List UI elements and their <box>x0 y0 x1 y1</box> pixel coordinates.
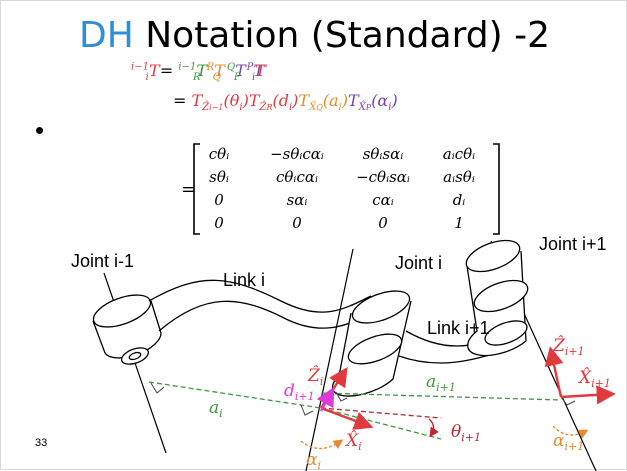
d-next-arrow <box>316 386 335 412</box>
t1-sub: R <box>193 72 201 84</box>
lhs-sup: i−1 <box>131 61 149 73</box>
z-next-arrow <box>544 346 564 398</box>
normal-a-next <box>320 392 562 401</box>
alpha-next-label: αi+1 <box>553 431 584 453</box>
a-i-label: ai <box>209 398 223 420</box>
label-joint-i: Joint i <box>395 253 443 273</box>
alpha-i-arc <box>300 439 344 450</box>
link-i-lower <box>158 300 367 332</box>
x-next-label: X̂i+1 <box>577 368 611 390</box>
label-joint-next: Joint i+1 <box>539 234 607 254</box>
x-next-arrow <box>560 385 616 405</box>
t3-sup: Q <box>226 61 236 73</box>
label-link-next: Link i+1 <box>427 318 490 338</box>
theta-next-label: θi+1 <box>451 422 481 444</box>
title-dh: DH <box>79 15 134 56</box>
t3-sub: P <box>233 72 241 84</box>
title-rest: Notation (Standard) -2 <box>133 15 550 56</box>
t4-sup: P <box>246 61 254 73</box>
right-angle-prev <box>150 382 165 394</box>
joint-prev-cylinder <box>92 294 162 365</box>
t2-sup: R <box>206 61 215 73</box>
joint-i-cylinder <box>331 290 412 397</box>
x-i-extension <box>320 407 442 419</box>
lhs-t: T <box>148 61 160 80</box>
normal-a-i <box>148 381 322 409</box>
theta-next-arc <box>428 418 439 438</box>
t2-sub: Q <box>212 72 221 84</box>
bullet: • <box>35 115 45 145</box>
d-next-label: di+1 <box>284 381 315 403</box>
a-next-label: ai+1 <box>426 372 456 394</box>
t4-sub: i <box>251 72 256 84</box>
joint-next-cylinder <box>465 239 529 357</box>
label-link-i: Link i <box>223 270 266 290</box>
page-number: 33 <box>35 437 48 449</box>
x-i-arrow <box>320 406 374 430</box>
eq-2: = <box>173 91 192 110</box>
right-angle-next <box>560 396 576 406</box>
t1-sup: i−1 <box>178 61 197 73</box>
slide-title: DH Notation (Standard) -2 <box>1 15 627 56</box>
normal-extension <box>320 407 442 440</box>
formula-line-1: i−1Ti = i−1TRRTQQTPPTiT <box>131 61 266 84</box>
right-angle-i <box>300 404 314 416</box>
alpha-next-arc <box>552 425 589 439</box>
eq-1: = <box>154 61 179 80</box>
z-next-label: Ẑi+1 <box>552 335 585 358</box>
right-angle-i2 <box>335 391 348 402</box>
alpha-i-label: αi <box>306 450 321 471</box>
joint-i-axis <box>305 248 354 471</box>
z-i-label: Ẑi <box>307 365 323 388</box>
label-joint-prev: Joint i-1 <box>71 251 135 271</box>
lhs-sub: i <box>145 72 149 84</box>
x-i-label: X̂i <box>344 431 362 453</box>
formula-line-2: = TẐi−1(θi)TẐR(di)TX̂Q(ai)TX̂P(αi) <box>173 91 398 114</box>
link-i-upper <box>148 279 372 313</box>
